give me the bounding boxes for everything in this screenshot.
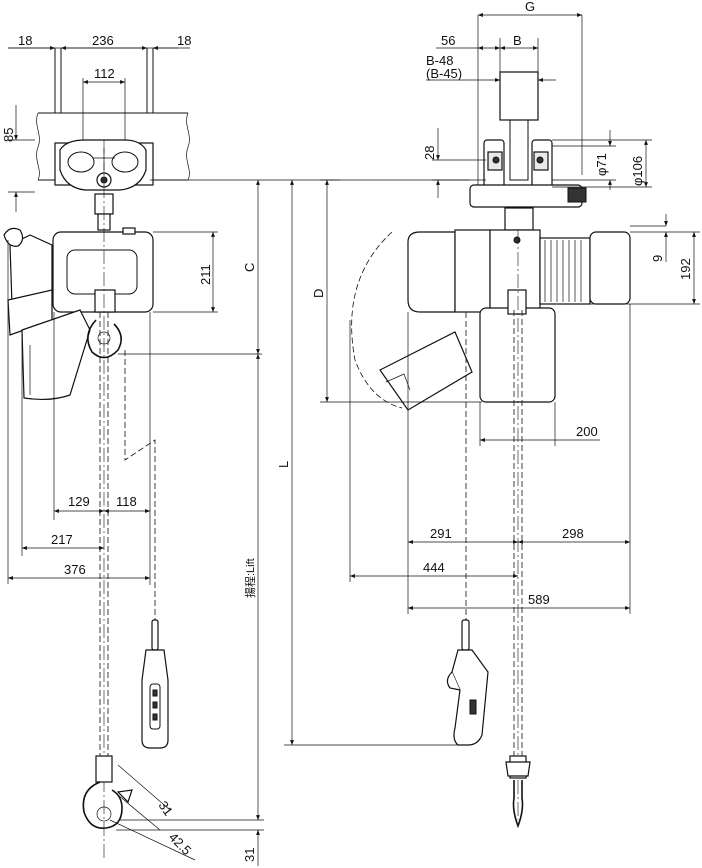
dim-l: L xyxy=(276,461,291,468)
side-view: G 56 B B-48 (B-45) 28 φ71 φ106 xyxy=(311,0,700,829)
dim-inner-112: 112 xyxy=(94,66,115,81)
dim-top-right-18: 18 xyxy=(177,33,191,48)
front-trolley xyxy=(59,139,147,231)
side-trolley xyxy=(469,139,587,231)
dim-left-217: 217 xyxy=(51,532,73,547)
dim-bottom-31: 31 xyxy=(242,848,257,862)
side-beam xyxy=(477,15,583,190)
dim-444: 444 xyxy=(423,560,445,575)
dim-298: 298 xyxy=(562,526,584,541)
side-pendant xyxy=(446,619,489,746)
side-bottom-hook xyxy=(505,755,531,829)
dim-291: 291 xyxy=(430,526,452,541)
dim-top-width: 236 xyxy=(92,33,114,48)
dim-c: C xyxy=(242,263,257,272)
front-pendant xyxy=(141,619,169,749)
front-view: 18 236 18 112 85 211 C 揚程:Lift L xyxy=(1,33,460,866)
dim-b-45: (B-45) xyxy=(426,66,462,81)
dim-b: B xyxy=(513,33,522,48)
dim-right-118: 118 xyxy=(116,494,137,509)
dim-9: 9 xyxy=(650,255,665,262)
front-chain xyxy=(99,140,156,860)
dim-589: 589 xyxy=(528,592,550,607)
front-body xyxy=(52,227,154,313)
side-motor-fins xyxy=(544,240,582,302)
side-chain xyxy=(465,230,523,820)
side-body xyxy=(407,229,631,403)
front-bottom-hook xyxy=(82,755,133,829)
dim-lift: 揚程:Lift xyxy=(244,558,257,598)
dim-hook-31: 31 xyxy=(156,798,177,818)
front-rods xyxy=(54,48,154,140)
dim-28: 28 xyxy=(422,146,437,160)
dim-body-211: 211 xyxy=(198,264,213,285)
dim-192: 192 xyxy=(678,258,693,280)
dim-phi-71: φ71 xyxy=(594,153,609,176)
front-left-housing xyxy=(3,227,91,401)
dim-56: 56 xyxy=(441,33,455,48)
dim-g: G xyxy=(525,0,535,14)
dim-overall-376: 376 xyxy=(64,562,86,577)
dim-b-48: B-48 xyxy=(426,53,453,68)
dim-200: 200 xyxy=(576,424,598,439)
dim-beam-85: 85 xyxy=(1,128,16,142)
dim-hook-42-5: 42.5 xyxy=(166,830,195,859)
dim-top-left-18: 18 xyxy=(18,33,32,48)
dim-d: D xyxy=(311,289,326,298)
side-dimensions: G 56 B B-48 (B-45) 28 φ71 φ106 xyxy=(311,0,700,614)
front-upper-hook xyxy=(87,289,122,359)
dim-phi-106: φ106 xyxy=(630,156,645,186)
dim-left-129: 129 xyxy=(68,494,90,509)
